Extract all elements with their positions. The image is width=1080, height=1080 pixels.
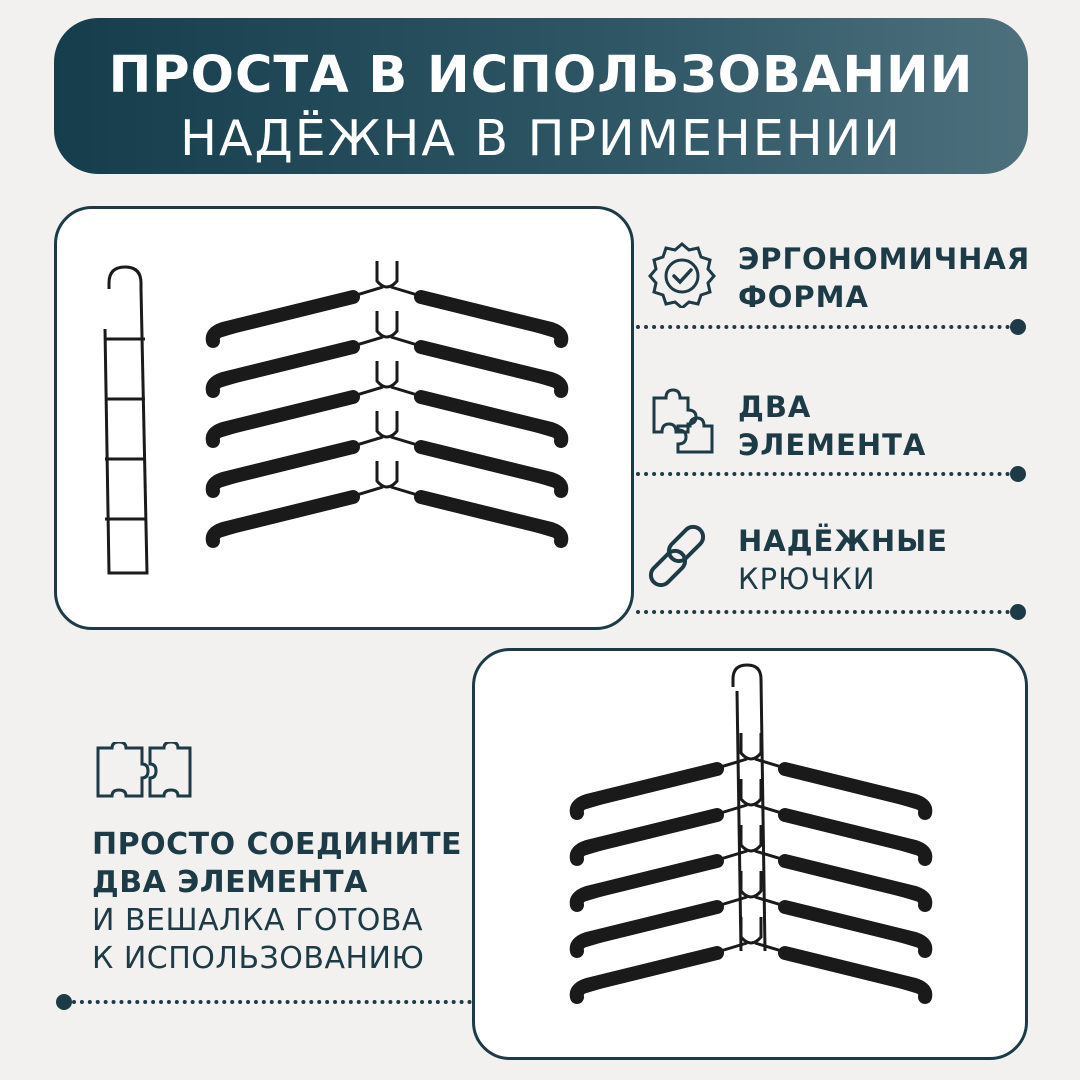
divider-dot	[1010, 466, 1026, 482]
hanger-tier	[205, 461, 569, 548]
dotted-divider	[72, 1000, 472, 1004]
header-banner: ПРОСТА В ИСПОЛЬЗОВАНИИ НАДЁЖНА В ПРИМЕНЕ…	[54, 18, 1028, 174]
divider-dot	[1010, 319, 1026, 335]
feature-subtitle: ЭЛЕМЕНТА	[738, 428, 927, 462]
chain-link-icon	[648, 524, 706, 588]
hanger-tier	[569, 917, 933, 1004]
instruction-line: ПРОСТО СОЕДИНИТЕ	[92, 827, 463, 862]
dotted-divider	[636, 325, 1010, 329]
hanger-tier	[205, 411, 569, 498]
hanger-tier	[569, 871, 933, 958]
assembled-hook	[731, 663, 767, 952]
puzzle-icon	[652, 388, 714, 454]
banner-subtitle: НАДЁЖНА В ПРИМЕНЕНИИ	[180, 110, 902, 167]
instruction-line: К ИСПОЛЬЗОВАНИЮ	[92, 941, 425, 976]
hanger-tier	[205, 361, 569, 448]
feature-title: ДВА	[738, 390, 812, 424]
instruction-text: ПРОСТО СОЕДИНИТЕ ДВА ЭЛЕМЕНТА И ВЕШАЛКА …	[92, 826, 462, 978]
hanger-parts-illustration	[103, 261, 569, 575]
instruction-line: ДВА ЭЛЕМЕНТА	[92, 865, 368, 900]
dotted-divider	[636, 472, 1010, 476]
assembled-hanger-illustration	[569, 663, 933, 1004]
hanger-tier	[205, 261, 569, 348]
feature-title: НАДЁЖНЫЕ	[738, 524, 948, 558]
hanger-tier	[205, 311, 569, 398]
instruction-line: И ВЕШАЛКА ГОТОВА	[92, 903, 423, 938]
puzzle-pieces-icon	[96, 742, 192, 798]
feature-subtitle: КРЮЧКИ	[738, 562, 876, 596]
product-parts-card	[54, 206, 634, 630]
ladder-hook-part	[103, 265, 149, 575]
feature-title: ЭРГОНОМИЧНАЯ	[738, 242, 1031, 276]
banner-title: ПРОСТА В ИСПОЛЬЗОВАНИИ	[108, 46, 974, 105]
feature-subtitle: ФОРМА	[738, 280, 869, 314]
divider-dot	[1010, 604, 1026, 620]
dotted-divider	[636, 610, 1010, 614]
hanger-tier	[569, 825, 933, 912]
hanger-tier	[569, 733, 933, 820]
assembled-hanger-card	[472, 648, 1028, 1060]
badge-check-icon	[648, 242, 716, 308]
hanger-tier	[569, 779, 933, 866]
divider-dot	[56, 994, 72, 1010]
